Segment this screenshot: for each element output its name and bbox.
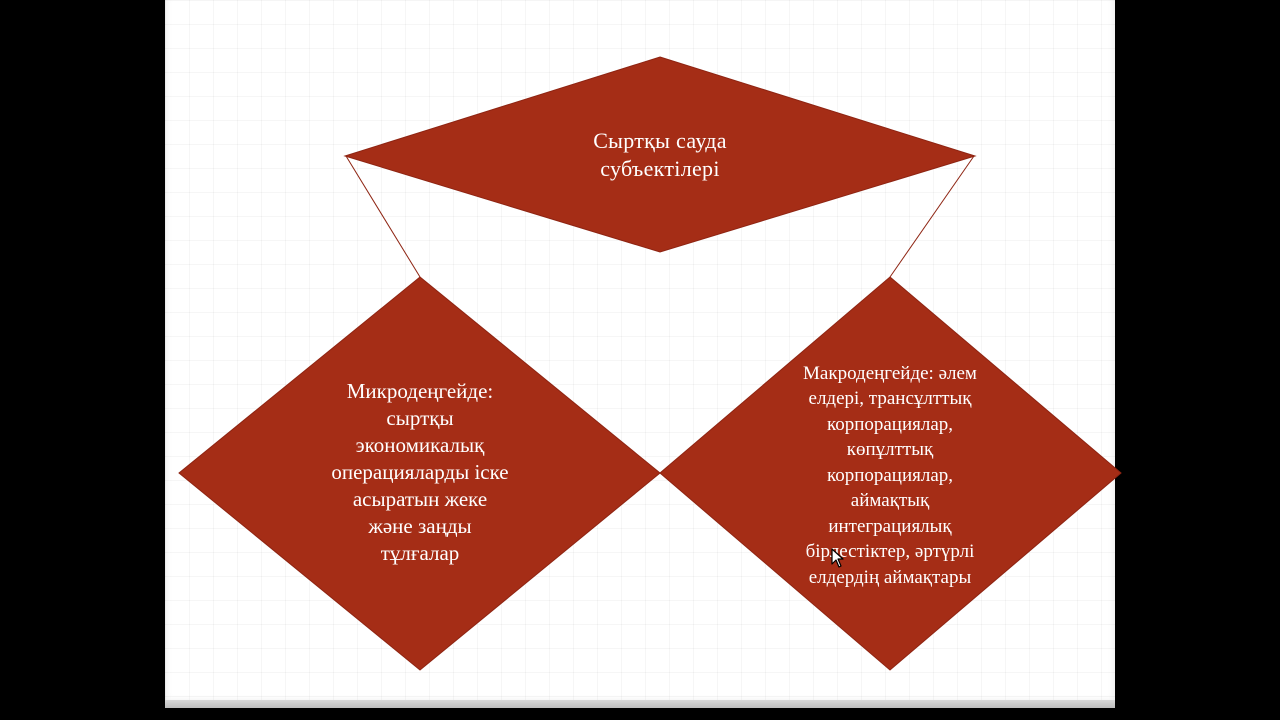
right-diamond-label: Макродеңгейде: әлем елдері, трансұлттық … xyxy=(803,362,977,588)
left-diamond-shape[interactable] xyxy=(178,276,661,671)
right-diamond-shape[interactable] xyxy=(659,276,1122,671)
connector-top-right xyxy=(889,155,975,278)
top-diamond-shape[interactable] xyxy=(343,56,977,253)
left-diamond-label: Микродеңгейде: сыртқы экономикалық опера… xyxy=(331,379,509,565)
top-diamond-label: Сыртқы сауда субъектілері xyxy=(593,128,727,181)
connector-top-left xyxy=(345,155,421,278)
mouse-cursor-icon xyxy=(831,548,844,568)
slide-bottom-edge xyxy=(165,700,1115,708)
